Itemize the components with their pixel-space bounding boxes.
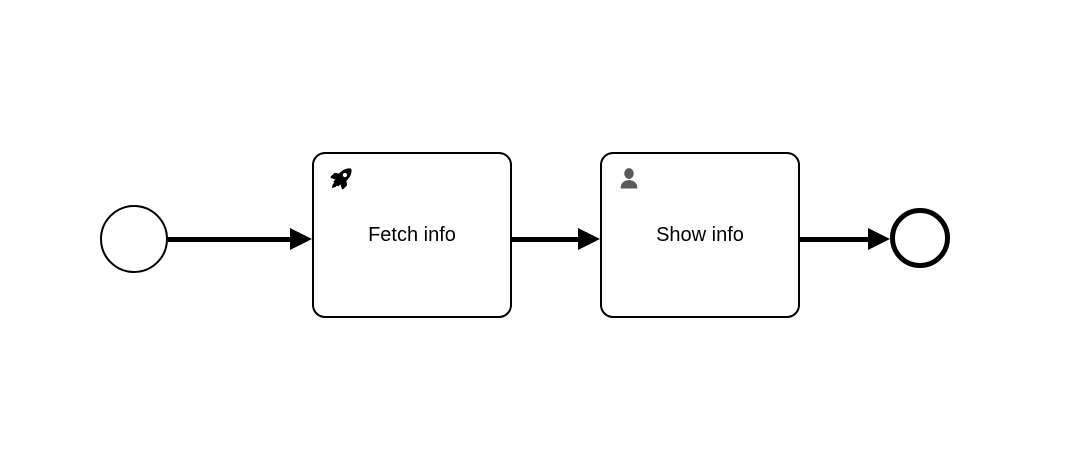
flow-fetch-to-show[interactable] [512, 237, 578, 242]
user-icon [616, 166, 642, 192]
flow-start-to-fetch-arrowhead [290, 228, 312, 250]
flow-show-to-end[interactable] [800, 237, 868, 242]
task-fetch-info[interactable]: Fetch info [312, 152, 512, 318]
end-event[interactable] [890, 208, 950, 268]
flow-fetch-to-show-arrowhead [578, 228, 600, 250]
rocket-icon [328, 166, 354, 192]
start-event[interactable] [100, 205, 168, 273]
task-fetch-info-label: Fetch info [368, 224, 456, 246]
flow-show-to-end-arrowhead [868, 228, 890, 250]
task-show-info-label: Show info [656, 224, 744, 246]
flow-start-to-fetch[interactable] [168, 237, 292, 242]
task-show-info[interactable]: Show info [600, 152, 800, 318]
